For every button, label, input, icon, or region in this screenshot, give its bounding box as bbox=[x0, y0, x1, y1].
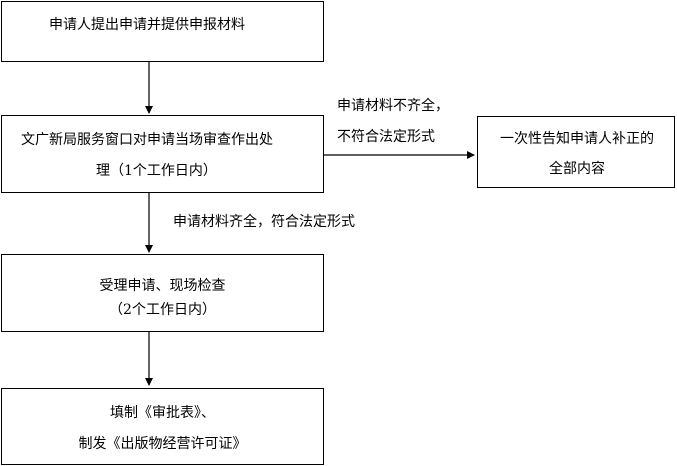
step-issue-text-line1: 填制《审批表》、 bbox=[110, 405, 215, 421]
step-submit-text: 申请人提出申请并提供申报材料 bbox=[49, 17, 245, 33]
step-issue-box: 填制《审批表》、 制发《出版物经营许可证》 bbox=[1, 388, 324, 465]
side-step-box: 一次性告知申请人补正的 全部内容 bbox=[477, 116, 675, 188]
step-accept-box: 受理申请、现场检查 （2个工作日内） bbox=[1, 254, 324, 332]
edge-label-complete: 申请材料齐全，符合法定形式 bbox=[173, 214, 355, 230]
side-step-text-line2: 全部内容 bbox=[549, 161, 605, 177]
edge-label-incomplete-line1: 申请材料不齐全， bbox=[337, 98, 449, 114]
side-step-text-line1: 一次性告知申请人补正的 bbox=[500, 131, 654, 147]
step-review-text-line2: 理（1个工作日内） bbox=[96, 163, 217, 179]
step-issue-text-line2: 制发《出版物经营许可证》 bbox=[78, 436, 247, 452]
edge-label-incomplete-line2: 不符合法定形式 bbox=[337, 129, 435, 145]
step-submit-box: 申请人提出申请并提供申报材料 bbox=[1, 1, 324, 62]
step-accept-text-line2: （2个工作日内） bbox=[109, 302, 216, 318]
step-review-box: 文广新局服务窗口对申请当场审查作出处 理（1个工作日内） bbox=[1, 115, 324, 193]
step-accept-text-line1: 受理申请、现场检查 bbox=[99, 278, 226, 294]
step-review-text-line1: 文广新局服务窗口对申请当场审查作出处 bbox=[21, 132, 273, 148]
